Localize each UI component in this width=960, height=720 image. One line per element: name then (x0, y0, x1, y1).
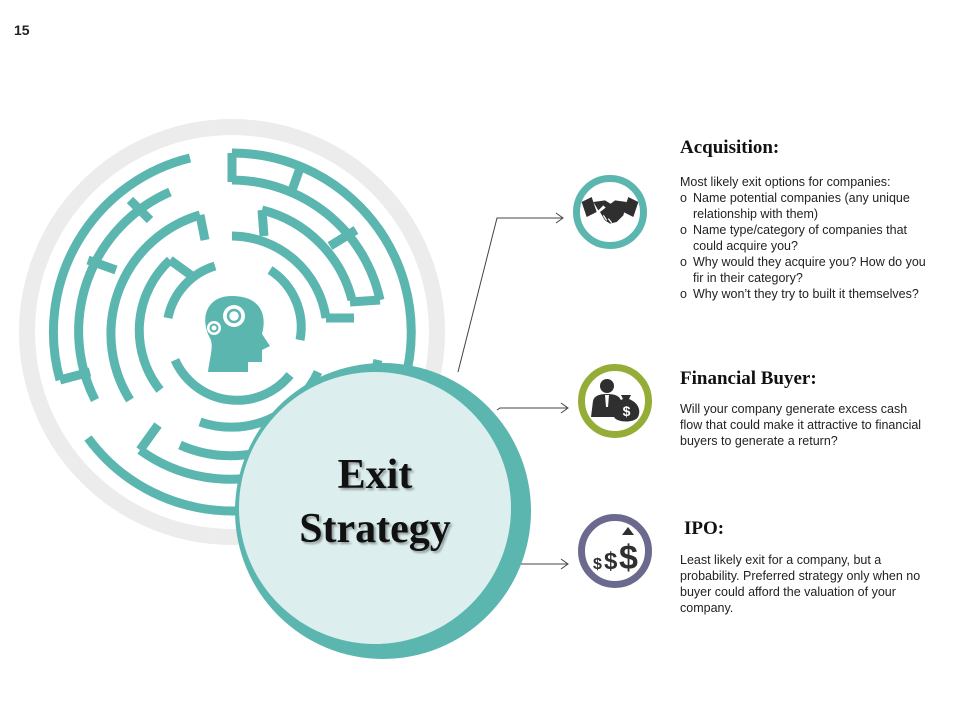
bullet-text: Why would they acquire you? How do you f… (693, 255, 926, 285)
acquisition-heading: Acquisition: (680, 137, 780, 158)
bullet-marker: o (680, 287, 687, 301)
list-item: o Why would they acquire you? How do you … (680, 254, 935, 286)
svg-text:$: $ (593, 556, 602, 573)
bullet-marker: o (680, 255, 687, 269)
ipo-heading: IPO: (684, 518, 725, 539)
svg-text:$: $ (623, 403, 631, 419)
dollar-growth-icon: $ $ $ (593, 527, 638, 577)
acquisition-intro: Most likely exit options for companies: (680, 175, 891, 189)
list-item: o Why won’t they try to built it themselv… (680, 286, 935, 302)
svg-text:$: $ (619, 539, 638, 577)
acquisition-bullet-list: o Name potential companies (any unique re… (680, 190, 935, 302)
list-item: o Name potential companies (any unique re… (680, 190, 935, 222)
bullet-text: Name potential companies (any unique rel… (693, 191, 910, 221)
financial-buyer-heading: Financial Buyer: (680, 368, 817, 389)
exit-strategy-disc (239, 372, 511, 644)
financial-buyer-body: Will your company generate excess cash f… (680, 402, 922, 448)
svg-text:$: $ (604, 548, 618, 575)
financial-buyer-icon-circle: $ (578, 364, 652, 438)
list-item: o Name type/category of companies that co… (680, 222, 935, 254)
ipo-body: Least likely exit for a company, but a p… (680, 553, 921, 615)
bullet-text: Name type/category of companies that cou… (693, 223, 908, 253)
slide-title: Exit Strategy (240, 448, 510, 556)
ipo-icon-circle: $ $ $ (578, 514, 652, 588)
slide-title-line-2: Strategy (299, 506, 451, 552)
investor-money-bag-icon: $ (591, 379, 640, 422)
bullet-marker: o (680, 191, 687, 205)
acquisition-body: Most likely exit options for companies: … (680, 174, 935, 302)
outer-ring (19, 119, 445, 545)
acquisition-icon-circle (573, 175, 647, 249)
head-gears-icon (205, 296, 270, 372)
bullet-text: Why won’t they try to built it themselve… (693, 287, 919, 301)
slide-title-line-1: Exit (337, 452, 413, 498)
bullet-marker: o (680, 223, 687, 237)
page-number: 15 (14, 22, 30, 38)
handshake-icon (581, 197, 639, 224)
